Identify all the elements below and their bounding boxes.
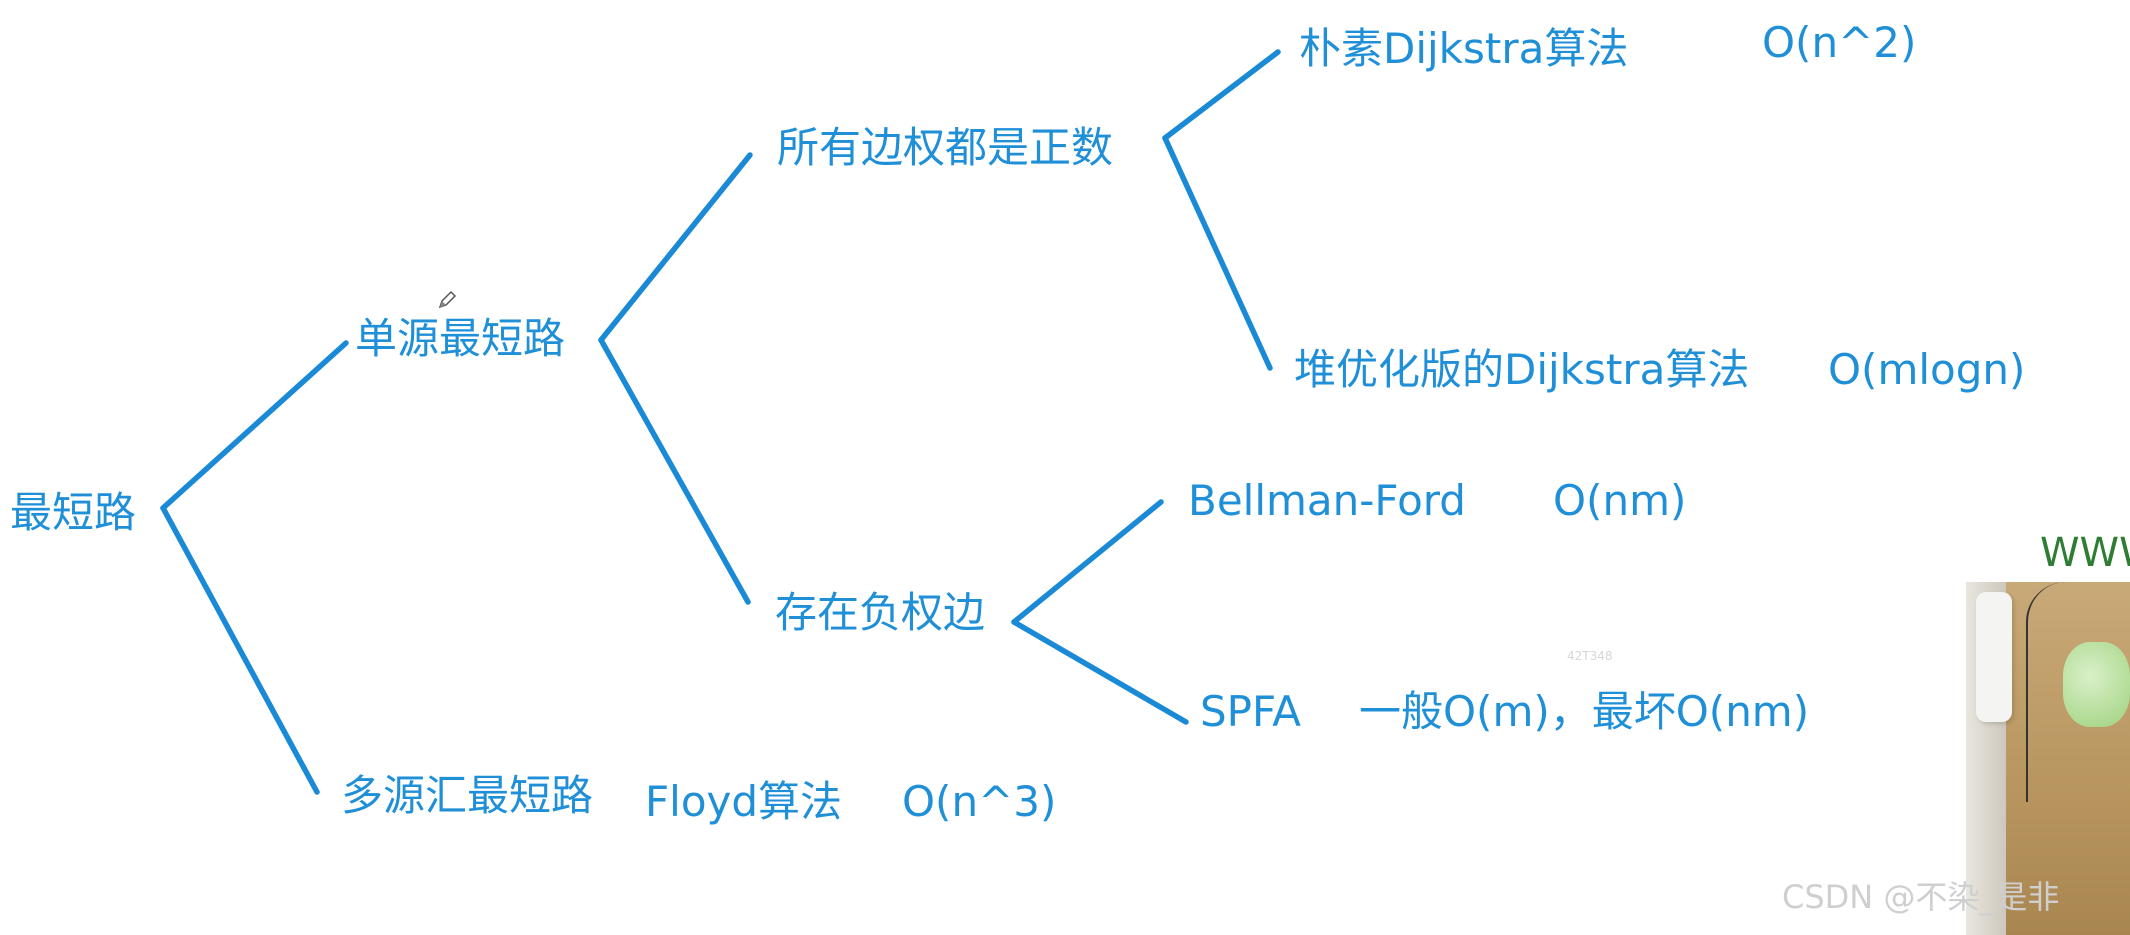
edge-single-source-to-all-positive [598,152,753,343]
edge-root-to-multi-source [160,505,320,795]
video-sponge [2063,642,2130,727]
csdn-watermark: CSDN @不染_是非 [1782,878,2060,916]
video-towel [1976,592,2012,722]
video-cord [2026,582,2088,802]
spfa-complexity: 一般O(m)，最坏O(nm) [1359,687,1810,736]
edge-negative-edges-to-spfa [1011,619,1189,725]
naive-dijkstra-complexity: O(n^2) [1762,18,1917,67]
edge-all-positive-to-heap-dijkstra [1162,135,1273,371]
node-single-source: 单源最短路 [355,314,566,363]
heap-dijkstra-complexity: O(mlogn) [1828,345,2026,394]
presenter-video-thumbnail [1966,582,2130,935]
node-naive-dijkstra: 朴素Dijkstra算法 [1299,24,1629,73]
node-bellman-ford: Bellman-Ford [1188,476,1466,525]
edge-all-positive-to-naive-dijkstra [1162,49,1281,141]
edge-single-source-to-negative-edges [598,337,751,605]
node-spfa: SPFA [1200,687,1302,736]
node-multi-source: 多源汇最短路 [341,771,594,820]
node-all-positive: 所有边权都是正数 [777,123,1114,172]
node-heap-dijkstra: 堆优化版的Dijkstra算法 [1294,345,1750,394]
edge-root-to-single-source [160,340,349,511]
node-floyd: Floyd算法 [645,777,843,826]
tiny-mark: 42T348 [1567,649,1613,663]
edge-negative-edges-to-bellman-ford [1011,499,1164,625]
video-banner: WWW [2040,530,2130,576]
node-root: 最短路 [10,488,137,537]
floyd-complexity: O(n^3) [902,777,1057,826]
pencil-cursor-icon [438,290,457,309]
node-negative-edges: 存在负权边 [775,588,986,637]
bellman-ford-complexity: O(nm) [1553,476,1687,525]
